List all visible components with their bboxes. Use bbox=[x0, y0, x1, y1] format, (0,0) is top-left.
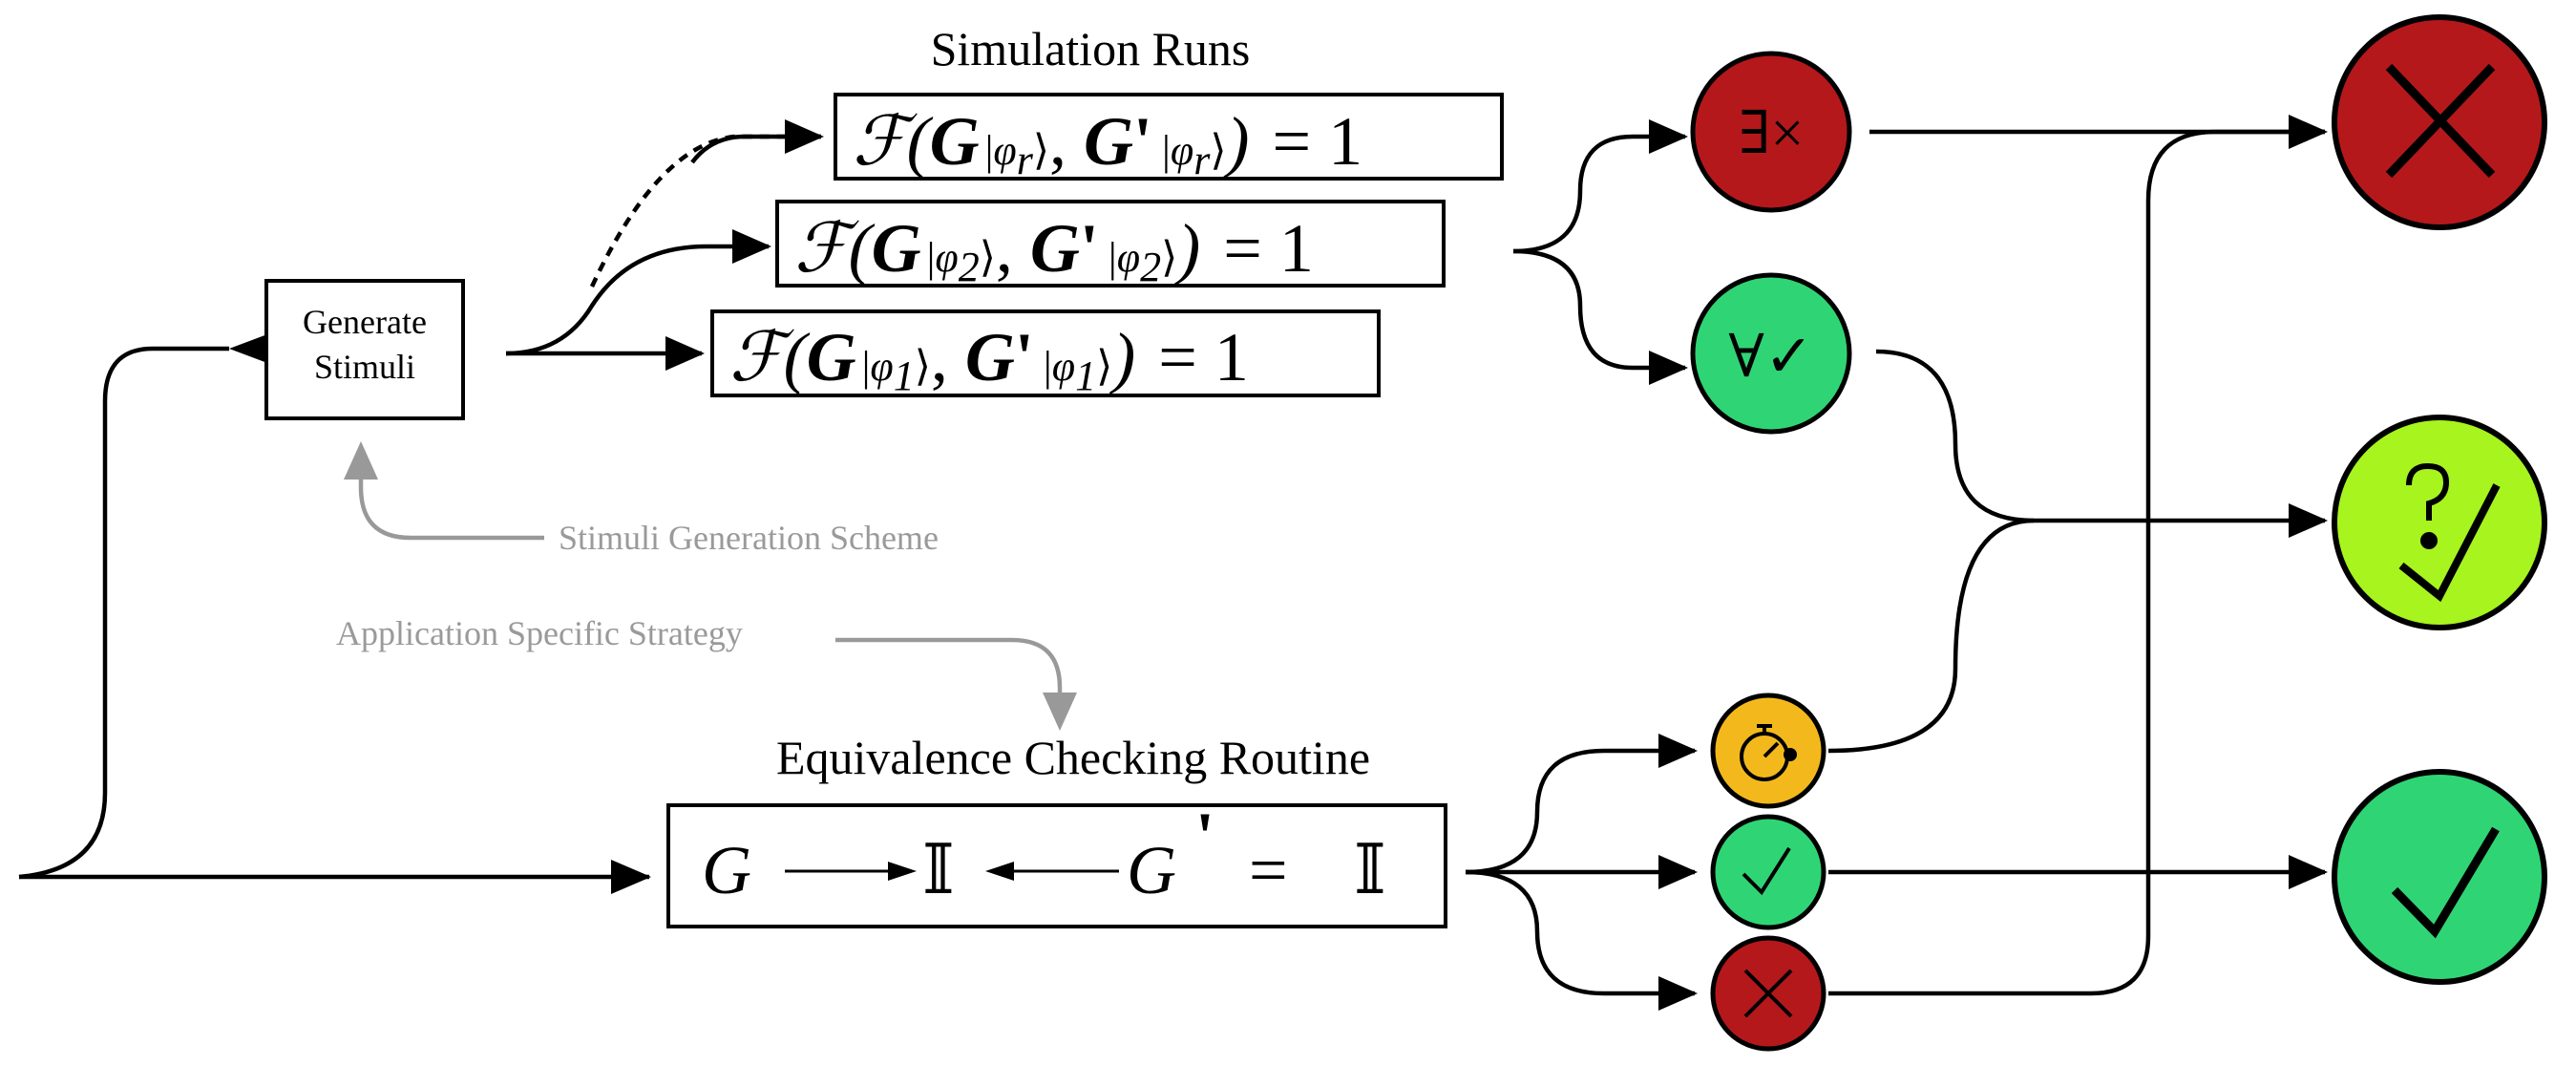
simulation-run-2: ℱ(G|φ2⟩, G'|φ2⟩)= 1 bbox=[775, 200, 1446, 290]
arrow-to-final-unknown bbox=[2289, 503, 2328, 538]
question-check-icon bbox=[2398, 462, 2501, 603]
wire-generate-to-run2 bbox=[505, 244, 769, 356]
arrow-to-final-fail bbox=[2289, 115, 2328, 149]
final-fail-verdict bbox=[2332, 14, 2547, 230]
exists-fail-symbol: ∃× bbox=[1739, 101, 1805, 166]
arrow-to-final-pass bbox=[2289, 855, 2328, 889]
sim-formula-r: ℱ(G|φr⟩, G'|φr⟩)= 1 bbox=[853, 103, 1362, 183]
simulation-runs-title: Simulation Runs bbox=[931, 22, 1251, 75]
ec-g-prime: G bbox=[1127, 832, 1176, 908]
generate-stimuli-box: Generate Stimuli bbox=[264, 279, 465, 420]
ec-pass-result bbox=[1710, 814, 1826, 930]
stimuli-scheme-label: Stimuli Generation Scheme bbox=[559, 519, 939, 557]
final-unknown-verdict bbox=[2332, 415, 2547, 630]
arrow-to-run2 bbox=[732, 229, 771, 264]
arrow-to-timeout bbox=[1658, 734, 1698, 768]
check-icon bbox=[2391, 826, 2500, 939]
exists-fail-result: ∃× bbox=[1690, 51, 1852, 213]
ec-g: G bbox=[702, 832, 751, 908]
cross-icon bbox=[2385, 63, 2496, 179]
arrow-to-generate bbox=[229, 334, 267, 363]
arrow-to-forall-pass bbox=[1649, 351, 1688, 385]
arrow-to-ec-pass bbox=[1658, 855, 1698, 889]
arrowheads bbox=[229, 115, 2328, 1011]
forall-pass-result: ∀✓ bbox=[1690, 272, 1852, 435]
wire-ec-to-fail bbox=[1465, 869, 1695, 996]
wire-timeout-to-unknown bbox=[1827, 518, 2035, 754]
arrow-scheme-to-generate bbox=[344, 441, 378, 480]
wire-ec-to-timeout bbox=[1465, 748, 1695, 875]
flow-wires bbox=[18, 129, 2325, 996]
wire-ec-fail-to-final-fail bbox=[1828, 129, 2325, 996]
sim-formula-2: ℱ(G|φ2⟩, G'|φ2⟩)= 1 bbox=[794, 210, 1314, 290]
wire-start-to-generate bbox=[18, 346, 229, 880]
arrow-to-runr bbox=[785, 119, 824, 154]
equivalence-routine-box: G 𝕀 G ' = 𝕀 bbox=[666, 799, 1447, 928]
simulation-run-r: ℱ(G|φr⟩, G'|φr⟩)= 1 bbox=[834, 93, 1504, 183]
final-pass-verdict bbox=[2332, 769, 2547, 985]
equivalence-routine-title: Equivalence Checking Routine bbox=[776, 731, 1370, 784]
check-icon bbox=[1742, 846, 1791, 896]
arrow-to-exists-fail bbox=[1649, 119, 1688, 154]
ec-arrow-left-head bbox=[888, 862, 917, 881]
ec-fail-result bbox=[1710, 935, 1826, 1052]
wire-forall-to-unknown bbox=[1875, 349, 2325, 523]
wire-strategy-to-ec bbox=[835, 637, 1063, 697]
arrow-to-run1 bbox=[665, 336, 705, 371]
forall-pass-symbol: ∀✓ bbox=[1728, 325, 1813, 390]
arrow-to-ec-fail bbox=[1658, 976, 1698, 1011]
ec-identity-1: 𝕀 bbox=[922, 832, 955, 908]
generate-label-line1: Generate bbox=[303, 303, 427, 341]
simulation-run-1: ℱ(G|φ1⟩, G'|φ1⟩)= 1 bbox=[710, 309, 1381, 399]
cross-icon bbox=[1743, 969, 1793, 1018]
ec-identity-2: 𝕀 bbox=[1354, 832, 1386, 908]
ec-prime: ' bbox=[1195, 799, 1214, 875]
ec-equals: = bbox=[1249, 832, 1288, 908]
ec-arrow-right-head bbox=[985, 862, 1014, 881]
wire-scheme-to-generate bbox=[358, 473, 544, 541]
arrow-to-ec bbox=[611, 860, 651, 894]
sim-formula-1: ℱ(G|φ1⟩, G'|φ1⟩)= 1 bbox=[729, 319, 1249, 399]
wire-generate-to-runr bbox=[589, 134, 821, 288]
wire-sim-to-exists-fail bbox=[1512, 134, 1685, 254]
annotation-wires bbox=[344, 441, 1077, 731]
wire-sim-to-forall-pass bbox=[1512, 248, 1685, 371]
timeout-result bbox=[1710, 693, 1826, 809]
arrow-strategy-to-ec bbox=[1043, 693, 1077, 731]
stopwatch-icon bbox=[1740, 724, 1797, 781]
generate-label-line2: Stimuli bbox=[314, 348, 415, 386]
application-strategy-label: Application Specific Strategy bbox=[336, 614, 743, 652]
wire-runr-solid bbox=[690, 134, 821, 164]
